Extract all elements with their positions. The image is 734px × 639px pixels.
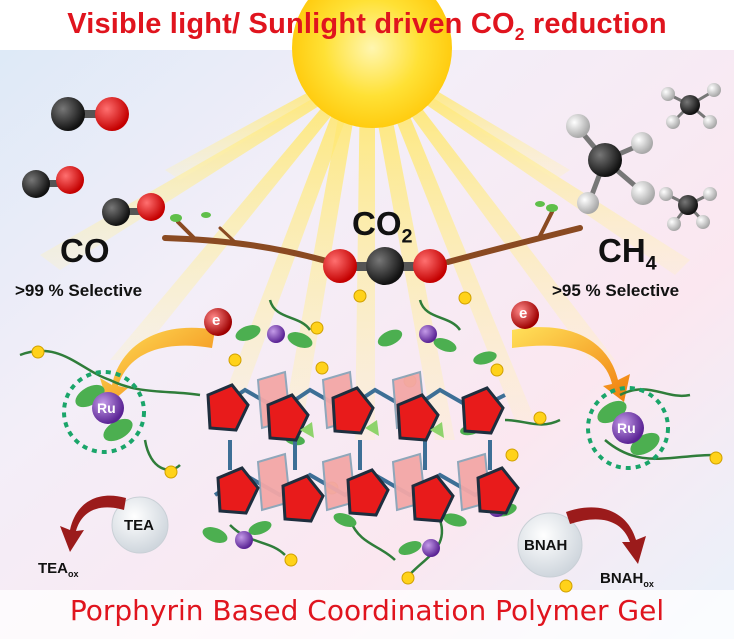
electron-icon-left xyxy=(204,308,232,336)
electron-label-left: e xyxy=(212,312,221,329)
co-label: CO xyxy=(60,232,110,269)
co2-molecule-icon xyxy=(323,247,447,285)
ch4-molecule-icon xyxy=(566,114,655,214)
ru-label-left: Ru xyxy=(97,400,116,416)
co-molecule-icon xyxy=(51,97,129,131)
co2-label: CO2 xyxy=(352,205,413,248)
ru-label-right: Ru xyxy=(617,420,636,436)
ru-catalyst-ring-right xyxy=(586,386,670,470)
ch4-molecule-icon xyxy=(659,187,717,231)
ch4-label: CH4 xyxy=(598,232,657,275)
co-selectivity-label: >99 % Selective xyxy=(15,281,143,300)
tea-bubble xyxy=(111,496,169,554)
page-title: Visible light/ Sunlight driven CO2 reduc… xyxy=(67,8,667,44)
ru-catalyst-left xyxy=(75,384,133,442)
footer-band xyxy=(0,590,734,639)
porphyrin-framework xyxy=(206,370,520,523)
bnah-label: BNAH xyxy=(524,537,568,554)
bnah-ox-label: BNAHox xyxy=(600,570,654,589)
co-molecule-icon xyxy=(102,193,165,226)
tea-arrow xyxy=(60,495,126,552)
electron-icon-right xyxy=(511,301,539,329)
tea-ox-label: TEAox xyxy=(38,560,79,579)
ch4-selectivity-label: >95 % Selective xyxy=(552,281,680,300)
ru-catalyst-ring-left xyxy=(62,370,146,454)
footer-title: Porphyrin Based Coordination Polymer Gel xyxy=(69,594,665,627)
electron-label-right: e xyxy=(519,305,528,322)
ru-catalyst-right xyxy=(597,400,660,456)
branch-left xyxy=(162,212,333,265)
bnah-bubble xyxy=(517,512,583,578)
co-molecule-icon xyxy=(22,166,84,198)
bnah-arrow xyxy=(566,507,646,564)
branch-right xyxy=(445,201,583,265)
sun-icon xyxy=(292,0,452,128)
ch4-molecule-icon xyxy=(661,83,721,129)
electron-arrow-right xyxy=(512,327,630,402)
tea-label: TEA xyxy=(124,517,154,534)
